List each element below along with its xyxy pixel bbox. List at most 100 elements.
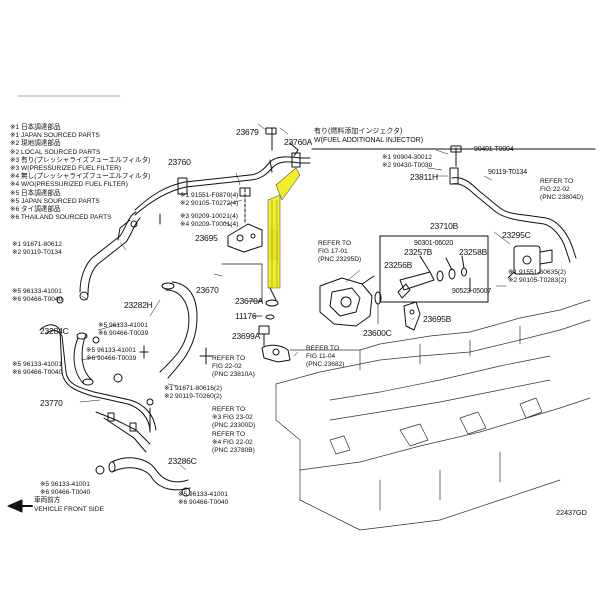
callout-90105-T0283[interactable]: ※2 90105-T0283(2) [508, 277, 567, 284]
callout-90466-T0039-c[interactable]: ※6 90466-T0039 [86, 355, 137, 362]
legend-line: ※3 有り(プレッシャライズフューエルフィルタ) [10, 156, 151, 164]
part-23695B[interactable]: 23695B [423, 314, 452, 324]
callout-90430-T0030[interactable]: ※2 90430-T0030 [382, 162, 433, 169]
part-23811H[interactable]: 23811H [410, 172, 438, 182]
legend-line: ※4 W/O(PRESSURIZED FUEL FILTER) [10, 181, 128, 189]
callout-91551-F0870[interactable]: ※1 91551-F0870(4) [180, 192, 239, 199]
callout-96133-41001-c[interactable]: ※5 96133-41001 [86, 347, 136, 354]
part-90301-06020[interactable]: 90301-06020 [414, 240, 454, 247]
bracket-23670 [221, 263, 263, 303]
ref-fig-17-01-c[interactable]: (PNC 23295D) [318, 256, 362, 263]
ref-fig-23-02-a[interactable]: REFER TO [212, 406, 246, 413]
hose-23282H [159, 281, 198, 379]
part-23695[interactable]: 23695 [195, 233, 218, 243]
ring-11176 [265, 314, 275, 320]
ref-fig-22-02-c[interactable]: (PNC 23810A) [212, 371, 255, 378]
header-right-jp: 有り(燃料添加インジェクタ) [314, 128, 403, 135]
ref-fig-22-02-b[interactable]: FIG 22-02 [212, 363, 242, 370]
pipe-upper-left [79, 211, 141, 301]
part-90119-T0134[interactable]: 90119-T0134 [488, 169, 527, 176]
callout-90466-T0040-d[interactable]: ※6 90466-T0040 [12, 369, 63, 376]
ref-fig-22-02-right-a[interactable]: REFER TO [540, 178, 574, 185]
part-23286C[interactable]: 23286C [168, 456, 197, 466]
part-23258B[interactable]: 23258B [459, 247, 488, 257]
callout-96133-41001-a[interactable]: ※5 96133-41001 [12, 288, 62, 295]
callout-90209-T0001[interactable]: ※4 90209-T0001(4) [180, 221, 239, 228]
callout-90119-T0260[interactable]: ※2 90119-T0260(2) [164, 393, 222, 400]
callout-90904-30012[interactable]: ※1 90904-30012 [382, 154, 432, 161]
legend: ※1 日本調達部品 ※1 JAPAN SOURCED PARTS ※2 現地調達… [10, 124, 150, 222]
legend-line: ※5 日本調達部品 [10, 189, 61, 197]
part-23760A[interactable]: 23760A [284, 137, 313, 147]
header-right-en: W(FUEL ADDITIONAL INJECTOR) [314, 137, 424, 144]
ref-fig-17-01-a[interactable]: REFER TO [318, 240, 352, 247]
ref-fig-17-01-b[interactable]: FIG 17-01 [318, 248, 348, 255]
part-23670[interactable]: 23670 [196, 285, 219, 295]
ref-fig-11-04-a[interactable]: REFER TO [306, 345, 340, 352]
legend-line: ※6 THAILAND SOURCED PARTS [10, 214, 112, 222]
ref-fig-23-02-c[interactable]: (PNC 23300D) [212, 422, 256, 429]
callout-90466-T0040-a[interactable]: ※6 90466-T0040 [12, 296, 63, 303]
pipe-23770 [39, 324, 157, 453]
ref-fig-22-02-d[interactable]: REFER TO [212, 431, 246, 438]
callout-90466-T0039-b[interactable]: ※6 90466-T0039 [98, 330, 149, 337]
ref-fig-23-02-b[interactable]: ※3 FIG 23-02 [212, 414, 253, 421]
legend-line: ※4 無し(プレッシャライズフューエルフィルタ) [10, 173, 151, 181]
callout-91551-80635[interactable]: ※1 91551-80635(2) [508, 269, 566, 276]
legend-line: ※5 JAPAN SOURCED PARTS [10, 197, 100, 205]
engine-block-outline [275, 299, 591, 531]
callout-96133-41001-e[interactable]: ※5 96133-41001 [40, 481, 90, 488]
ref-fig-11-04-c[interactable]: (PNC 23682) [306, 361, 345, 368]
part-23256B[interactable]: 23256B [384, 260, 413, 270]
part-23284C[interactable]: 23284C [40, 326, 69, 336]
fitting-23679 [265, 127, 299, 157]
diagram-code: 22437GD [556, 508, 587, 517]
part-23699A[interactable]: 23699A [232, 331, 261, 341]
callout-96133-41001-f[interactable]: ※5 96133-41001 [178, 491, 228, 498]
legend-line: ※6 タイ調達部品 [10, 206, 61, 214]
fuel-pump-ref-fig-17-01 [319, 275, 375, 327]
box-23710B [379, 235, 489, 303]
ref-fig-22-02-right-c[interactable]: (PNC 23804D) [540, 194, 584, 201]
fuel-line-23811H [449, 145, 577, 263]
part-23760[interactable]: 23760 [168, 157, 191, 167]
bracket-ref-fig-11-04 [199, 344, 291, 365]
ref-fig-22-02-a[interactable]: REFER TO [212, 355, 246, 362]
part-23710B[interactable]: 23710B [430, 221, 459, 231]
part-90401-T0004[interactable]: 90401-T0004 [474, 146, 514, 153]
callout-91671-80612[interactable]: ※1 91671-80612 [12, 241, 62, 248]
ref-fig-11-04-b[interactable]: FIG 11-04 [306, 353, 336, 360]
part-23257B[interactable]: 23257B [404, 247, 433, 257]
part-23295C[interactable]: 23295C [502, 230, 531, 240]
callout-90105-T0272[interactable]: ※2 90105-T0272(4) [180, 200, 239, 207]
callout-96133-41001-d[interactable]: ※5 96133-41001 [12, 361, 62, 368]
clips-left [56, 296, 191, 497]
hose-23284C [73, 332, 94, 386]
bracket-23695B [403, 301, 421, 331]
part-90523-05007[interactable]: 90523-05007 [452, 288, 492, 295]
ref-fig-22-02-e[interactable]: ※4 FIG 22-02 [212, 439, 253, 446]
callout-90466-T0040-e[interactable]: ※6 90466-T0040 [40, 489, 91, 496]
part-23282H[interactable]: 23282H [124, 300, 153, 310]
ref-fig-22-02-right-b[interactable]: FIG 22-02 [540, 186, 570, 193]
vehicle-front-arrow [7, 499, 33, 513]
part-23770[interactable]: 23770 [40, 398, 63, 408]
callout-90119-T0134-left[interactable]: ※2 90119-T0134 [12, 249, 62, 256]
vehicle-front-label-jp: 車両前方 [34, 497, 61, 504]
legend-line: ※1 JAPAN SOURCED PARTS [10, 132, 100, 140]
bolt-23699A [258, 325, 270, 347]
part-23679[interactable]: 23679 [236, 127, 259, 137]
part-23600C[interactable]: 23600C [363, 328, 392, 338]
vehicle-front-label-en: VEHICLE FRONT SIDE [34, 506, 104, 513]
legend-line: ※3 W(PRESSURIZED FUEL FILTER) [10, 165, 122, 173]
callout-91671-80616[interactable]: ※1 91671-80616(2) [164, 385, 222, 392]
filter-housing-23295C [507, 245, 553, 279]
injector-23670 [267, 167, 301, 301]
part-23670A[interactable]: 23670A [235, 296, 264, 306]
part-11176[interactable]: 11176 [235, 311, 257, 321]
callout-96133-41001-b[interactable]: ※5 96133-41001 [98, 322, 148, 329]
legend-line: ※2 LOCAL SOURCED PARTS [10, 148, 101, 156]
ref-fig-22-02-f[interactable]: (PNC 23780B) [212, 447, 255, 454]
callout-90466-T0040-f[interactable]: ※6 90466-T0040 [178, 499, 229, 506]
callout-90209-10021[interactable]: ※3 90209-10021(4) [180, 213, 238, 220]
